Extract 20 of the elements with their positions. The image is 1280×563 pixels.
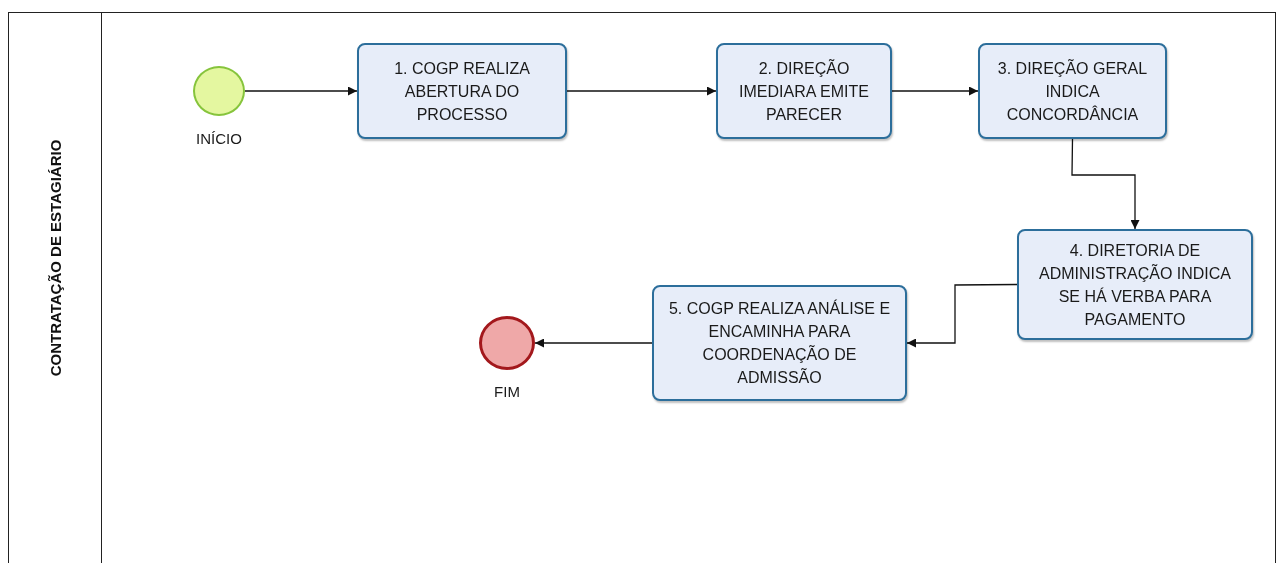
task-box [716,43,892,139]
event-label: FIM [494,383,520,400]
sequence-arrow [891,86,979,96]
sequence-arrow [906,283,1018,348]
task-text: 3. DIREÇÃO GERAL INDICA CONCORDÂNCIA [996,58,1149,125]
task-box [1017,229,1253,340]
task-text: 2. DIREÇÃO IMEDIARA EMITE PARECER [738,58,870,125]
lane-title: CONTRATAÇÃO DE ESTAGIÁRIO [46,139,64,377]
sequence-arrow [566,86,717,96]
swimlane [8,12,1276,563]
event-label: INÍCIO [196,130,242,147]
task-text: 4. DIRETORIA DE ADMINISTRAÇÃO INDICA SE HÁ VERBA PARA PAGAMENTO [1038,240,1232,330]
task-box [652,285,907,401]
task-box [978,43,1167,139]
sequence-arrow [534,338,653,348]
sequence-arrow [244,86,358,96]
task-box [357,43,567,139]
task-text: 1. COGP REALIZA ABERTURA DO PROCESSO [393,58,531,125]
task-text: 5. COGP REALIZA ANÁLISE E ENCAMINHA PARA COORDENAÇÃO DE ADMISSÃO [668,298,891,388]
sequence-arrow [1071,138,1140,230]
